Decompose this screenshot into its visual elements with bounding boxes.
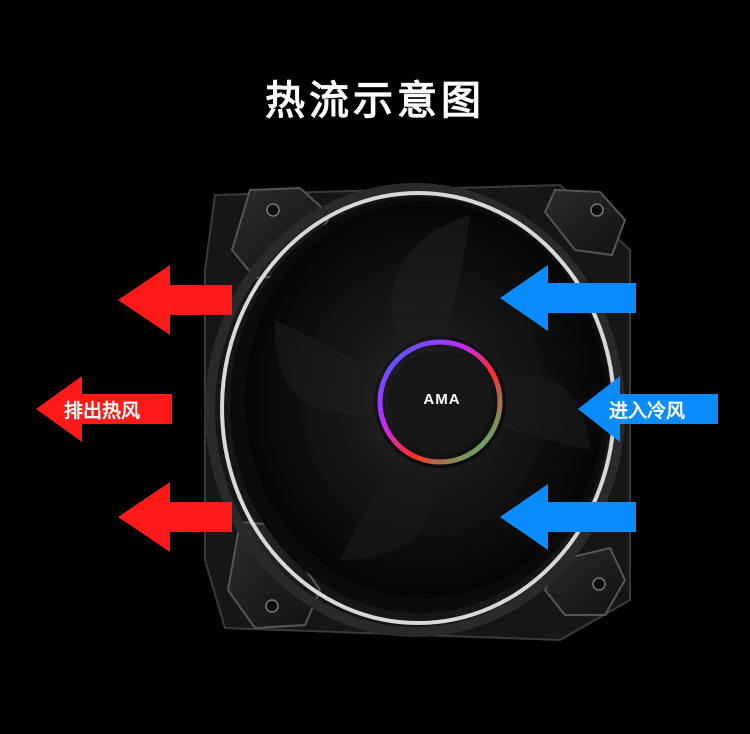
intake-arrow-top — [500, 265, 636, 331]
fan-hub — [374, 336, 506, 468]
mount-corner-top-right — [543, 188, 627, 257]
intake-arrow-bottom — [500, 484, 636, 550]
exhaust-label: 排出热风 — [64, 400, 141, 422]
intake-label: 进入冷风 — [609, 400, 686, 422]
intake-arrow-middle — [578, 376, 718, 442]
exhaust-arrow-bottom — [118, 482, 232, 552]
exhaust-arrow-top — [118, 265, 232, 335]
fan-logo: AMA — [423, 391, 461, 408]
exhaust-arrow-middle — [36, 376, 172, 442]
page-title: 热流示意图 — [265, 78, 485, 124]
